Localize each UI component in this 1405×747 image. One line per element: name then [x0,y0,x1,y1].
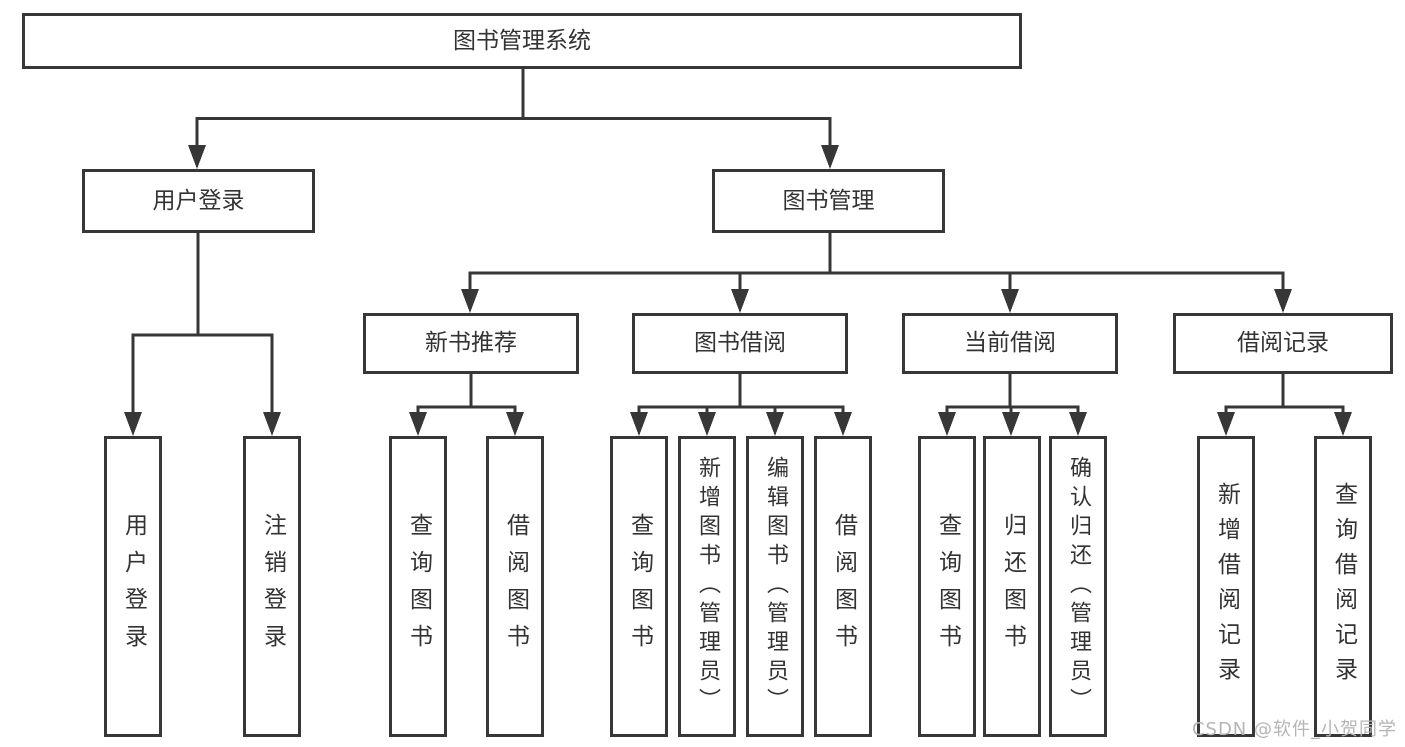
arrowhead-b2 [506,412,524,436]
arrowhead-d2 [1002,412,1020,436]
node-current-borrowing: 当前借阅 [902,313,1118,374]
arrowhead-book-borrow [731,289,749,313]
arrowhead-c3 [766,412,784,436]
arrowhead-new-books [461,289,479,313]
leaf-query-borrow-record: 查询借阅记录 [1314,436,1372,737]
arrowhead-d3 [1069,412,1087,436]
leaf-add-books-admin: 新增图书（管理员） [678,436,736,737]
leaf-logout: 注销登录 [243,436,301,737]
arrowhead-user-login [124,412,142,436]
node-book-management-module: 图书管理 [712,169,945,233]
arrowhead-logout [263,412,281,436]
leaf-return-books: 归还图书 [983,436,1041,737]
leaf-confirm-return-admin: 确认归还（管理员） [1049,436,1107,737]
csdn-watermark: CSDN @软件_小贺同学 [1191,719,1397,740]
node-root-library-system: 图书管理系统 [22,13,1022,69]
arrowhead-b1 [409,412,427,436]
node-borrowing-records: 借阅记录 [1173,313,1393,374]
leaf-query-books-1: 查询图书 [389,436,447,737]
arrowhead-borrow-records [1274,289,1292,313]
node-user-login-module: 用户登录 [82,169,315,233]
arrowhead-e1 [1217,412,1235,436]
arrowhead-c1 [630,412,648,436]
leaf-borrow-books-1: 借阅图书 [486,436,544,737]
leaf-edit-books-admin: 编辑图书（管理员） [746,436,804,737]
leaf-query-books-3: 查询图书 [918,436,976,737]
arrowhead-c4 [834,412,852,436]
arrowhead-login [188,145,206,169]
arrowhead-current-borrow [1001,289,1019,313]
arrowhead-c2 [698,412,716,436]
arrowhead-d1 [938,412,956,436]
leaf-user-login: 用户登录 [104,436,162,737]
leaf-query-books-2: 查询图书 [610,436,668,737]
arrowhead-mgmt [821,145,839,169]
leaf-borrow-books-2: 借阅图书 [814,436,872,737]
leaf-add-borrow-record: 新增借阅记录 [1197,436,1255,737]
node-new-book-recommendation: 新书推荐 [363,313,579,374]
arrowhead-e2 [1334,412,1352,436]
node-book-borrowing: 图书借阅 [632,313,848,374]
